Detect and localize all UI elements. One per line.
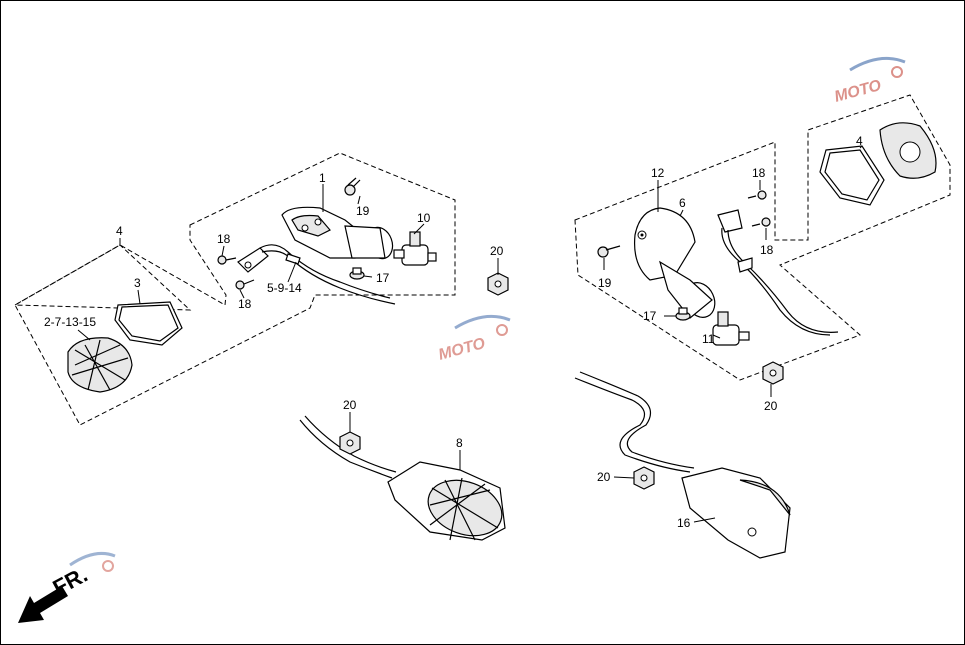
- part-20-nut-upper-left: [487, 272, 509, 296]
- callout-19-right: 19: [598, 276, 612, 290]
- left-lens-subgroup-outline: [13, 244, 192, 311]
- callout-4-right: 4: [856, 134, 863, 148]
- part-18-screw-lower-right: [751, 217, 771, 227]
- callout-17-left: 17: [376, 271, 390, 285]
- part-20-nut-lower-right: [633, 466, 655, 490]
- callout-12: 12: [651, 166, 665, 180]
- part-17-grommet-left: [349, 267, 365, 280]
- part-20-nut-right: [762, 361, 784, 385]
- part-19-screw-left: [344, 177, 361, 196]
- part-8-turn-signal-left: [299, 415, 506, 541]
- callout-11: 11: [702, 332, 715, 346]
- part-17-grommet-right: [675, 307, 691, 321]
- part-11-bulb-socket-right: [712, 311, 750, 346]
- callout-18-lower-left: 18: [238, 297, 252, 311]
- part-19-screw-right: [597, 245, 621, 258]
- part-4-gasket-right: [819, 145, 885, 206]
- svg-text:MOTO: MOTO: [833, 77, 884, 106]
- part-18-screw-upper-right: [747, 190, 767, 200]
- callout-20-upper-left: 20: [490, 244, 504, 258]
- part-bracket-wire-right: [717, 209, 839, 336]
- callout-5-9-14: 5-9-14: [267, 281, 302, 295]
- callout-18-upper-left: 18: [217, 232, 231, 246]
- front-direction-arrow: FR.: [18, 562, 92, 623]
- callout-16: 16: [677, 516, 691, 530]
- svg-text:MOTO: MOTO: [437, 335, 488, 364]
- callout-18-lower-right: 18: [760, 243, 774, 257]
- callout-19-left: 19: [356, 204, 370, 218]
- part-3-lens-gasket: [114, 301, 183, 346]
- left-assembly-group-outline: [14, 152, 456, 426]
- watermark-logo-top-right: MOTO: [833, 56, 906, 106]
- watermark-logo-bottom-left: [69, 552, 116, 572]
- part-6-mirror-housing-right: [633, 207, 716, 319]
- part-18-screw-lower-left: [235, 279, 255, 290]
- callout-3: 3: [134, 276, 141, 290]
- callout-6: 6: [679, 196, 686, 210]
- callout-20-lower-right: 20: [597, 470, 611, 484]
- callout-20-lower-left: 20: [343, 398, 357, 412]
- callout-leader-lines: [77, 145, 863, 523]
- part-20-nut-lower-left: [339, 431, 361, 455]
- part-bracket-wire-left: [237, 244, 396, 305]
- callout-8: 8: [456, 436, 463, 450]
- watermark-logo-center: MOTO: [437, 314, 511, 364]
- callout-20-right: 20: [764, 399, 778, 413]
- callout-10: 10: [417, 211, 431, 225]
- part-10-bulb-socket: [393, 231, 437, 266]
- callout-17-right: 17: [643, 309, 657, 323]
- part-lens-housing-right: [879, 122, 937, 179]
- part-2-lens-left: [67, 337, 133, 393]
- part-1-mirror-housing: [281, 206, 394, 260]
- part-16-turn-signal-right: [574, 371, 791, 559]
- part-18-screw-upper-left: [217, 255, 237, 265]
- callout-1: 1: [319, 171, 326, 185]
- right-assembly-group-outline: [574, 94, 951, 381]
- callout-4-left: 4: [116, 224, 123, 238]
- callout-2-7-13-15: 2-7-13-15: [44, 315, 96, 329]
- callout-18-upper-right: 18: [752, 166, 766, 180]
